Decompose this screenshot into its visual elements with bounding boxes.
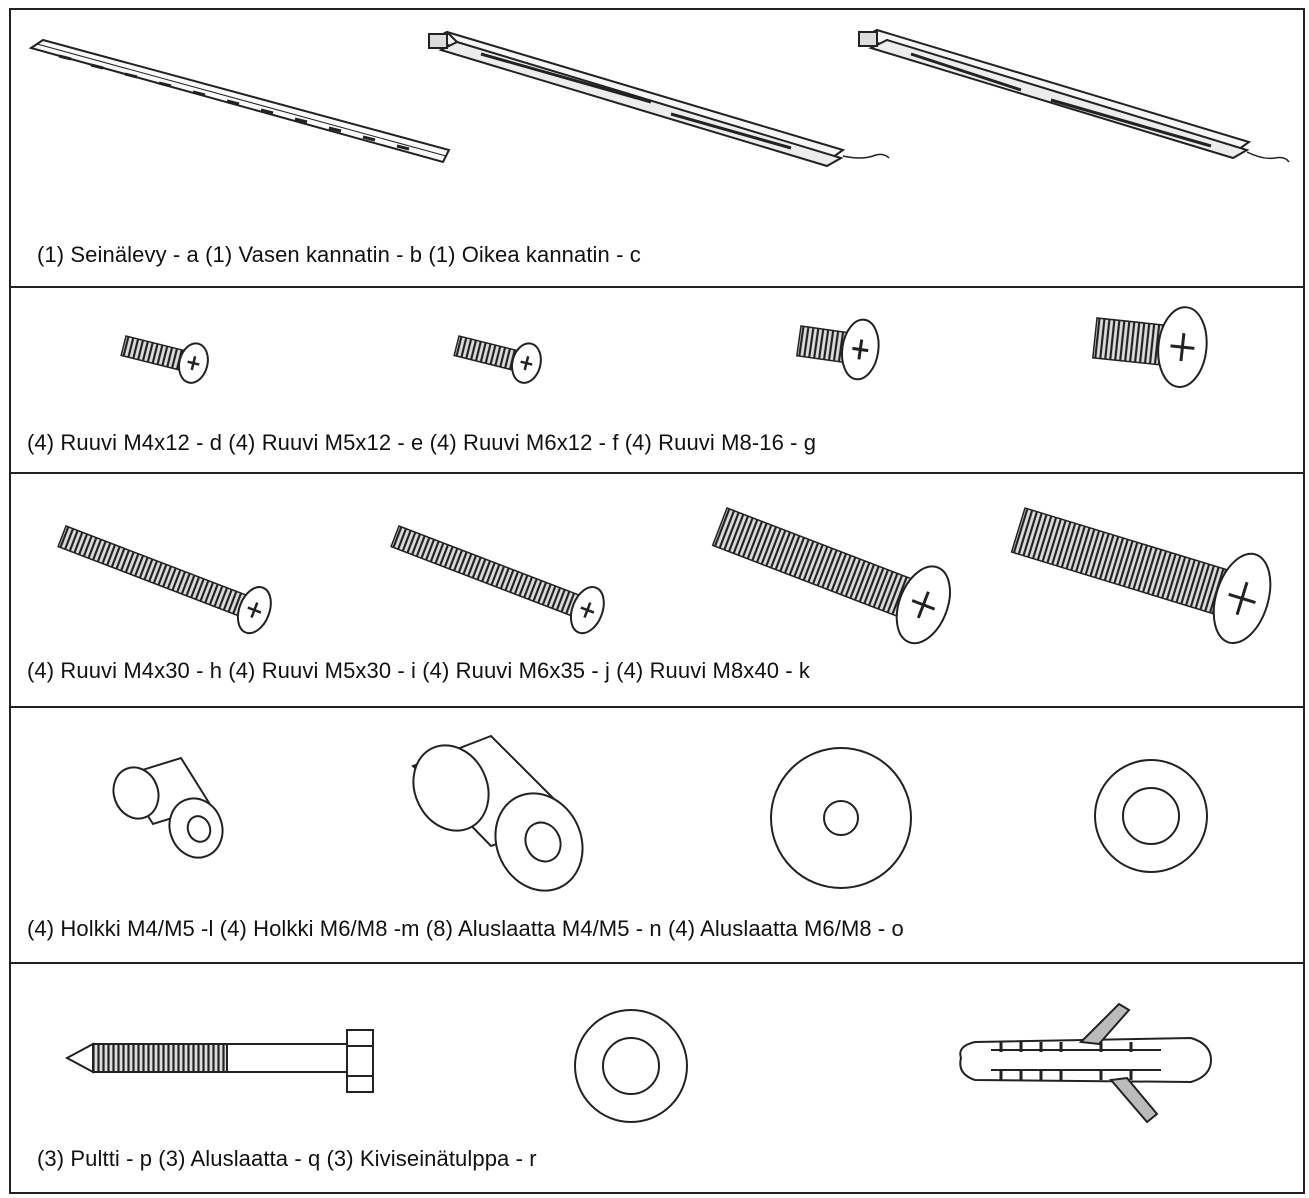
panel-short-screws: (4) Ruuvi M4x12 - d (4) Ruuvi M5x12 - e … (11, 288, 1303, 474)
spacers-washers-illustration (112, 734, 1208, 892)
caption-spacers-washers: (4) Holkki M4/M5 -l (4) Holkki M6/M8 -m … (27, 916, 904, 941)
panel-brackets: (1) Seinälevy - a (1) Vasen kannatin - b… (11, 10, 1303, 288)
spacer-m6m8-drawing (411, 734, 584, 892)
left-bracket-drawing (428, 30, 890, 168)
caption-brackets: (1) Seinälevy - a (1) Vasen kannatin - b… (37, 242, 641, 267)
washer-large-drawing (574, 1009, 688, 1123)
caption-short-screws: (4) Ruuvi M4x12 - d (4) Ruuvi M5x12 - e … (27, 430, 817, 455)
screw-m5x30-drawing (390, 525, 605, 635)
long-screws-illustration (57, 507, 1272, 645)
screw-m8x40-drawing (1010, 507, 1272, 645)
screw-m5x12-drawing (453, 335, 542, 384)
caption-long-screws: (4) Ruuvi M4x30 - h (4) Ruuvi M5x30 - i … (27, 658, 811, 683)
screw-m4x12-drawing (120, 335, 209, 384)
washer-m6m8-drawing (1094, 759, 1208, 873)
screw-m4x30-drawing (57, 525, 272, 635)
panel-spacers-washers: (4) Holkki M4/M5 -l (4) Holkki M6/M8 -m … (11, 708, 1303, 964)
washer-m4m5-drawing (770, 747, 912, 889)
right-bracket-drawing (858, 28, 1290, 163)
panel-wall-fixings: (3) Pultti - p (3) Aluslaatta - q (3) Ki… (11, 964, 1303, 1196)
masonry-anchor-drawing (959, 1002, 1213, 1124)
caption-wall-fixings: (3) Pultti - p (3) Aluslaatta - q (3) Ki… (37, 1146, 537, 1171)
wall-plate-drawing (28, 38, 451, 164)
parts-list-sheet: (1) Seinälevy - a (1) Vasen kannatin - b… (9, 8, 1305, 1194)
wall-fixings-illustration (64, 1002, 1213, 1124)
screw-m6x12-drawing (795, 318, 880, 381)
short-screws-illustration (120, 306, 1208, 388)
panel-long-screws: (4) Ruuvi M4x30 - h (4) Ruuvi M5x30 - i … (11, 474, 1303, 708)
lag-bolt-drawing (64, 1029, 374, 1093)
brackets-illustration (28, 28, 1290, 168)
screw-m6x35-drawing (711, 507, 951, 645)
spacer-m4m5-drawing (112, 756, 224, 859)
screw-m8x16-drawing (1091, 306, 1208, 388)
